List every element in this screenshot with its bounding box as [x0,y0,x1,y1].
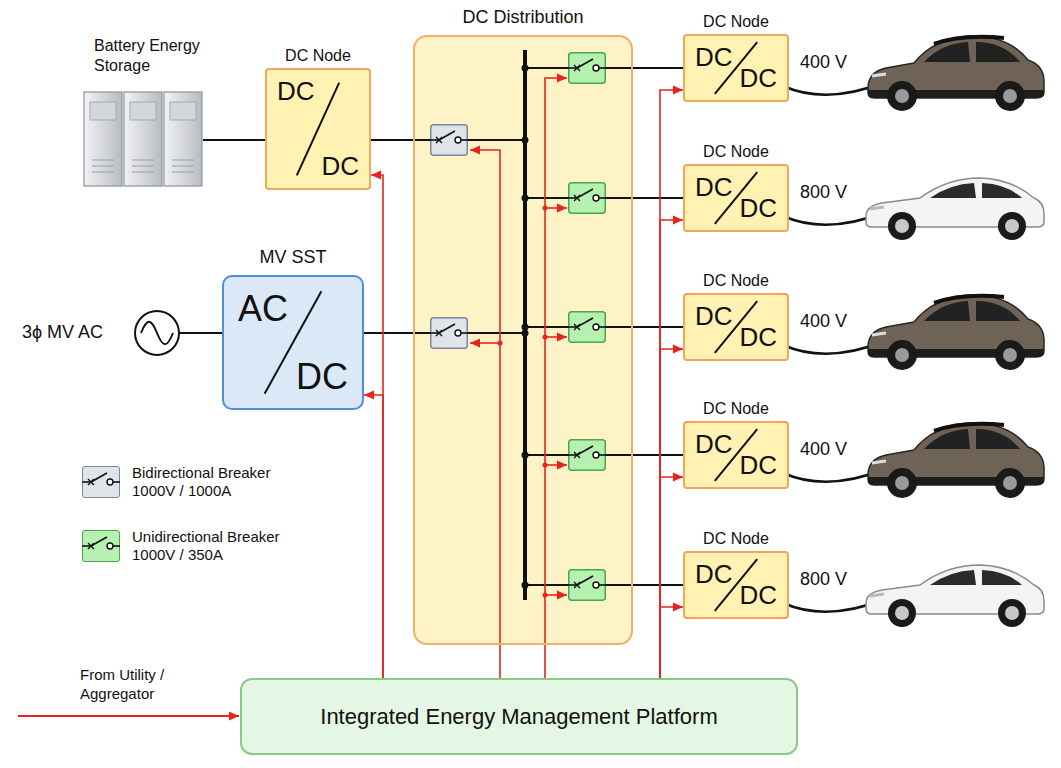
power-line [633,326,683,328]
bidirectional-breaker [430,318,468,349]
control-dots [498,206,548,598]
dc-node-box: DC NodeDCDC [265,68,371,190]
unidirectional-breaker [568,312,606,343]
converter-label: DC [321,151,359,182]
input-label: From Utility / Aggregator [80,666,215,704]
node-heading: DC Node [683,271,789,290]
power-line [371,139,413,141]
control-arrow [660,477,683,678]
dc-node-box: DC NodeDCDC [683,421,789,489]
voltage-label: 800 V [800,182,847,204]
converter-label: DC [296,355,348,398]
converter-label: DC [695,42,733,73]
unidirectional-breaker [568,183,606,214]
converter-label: AC [238,287,288,330]
dc-distribution-band: DC Distribution [413,35,633,645]
control-arrow [660,349,683,678]
converter-label: DC [739,63,777,94]
voltage-label: 400 V [800,52,847,74]
power-line [633,584,683,586]
control-arrow [660,607,683,678]
control-lines [470,78,567,645]
control-arrow [660,90,683,678]
ev-car [868,295,1044,370]
unidirectional-breaker [568,53,606,84]
converter-label: DC [695,301,733,332]
ev-car [866,565,1044,627]
ev-car [868,423,1044,498]
converter-label: DC [695,429,733,460]
node-heading: DC Node [265,46,371,65]
power-line [633,454,683,456]
converter-label: DC [277,76,315,107]
source-label: 3ϕ MV AC [22,322,103,344]
converter-label: DC [739,322,777,353]
control-arrow [499,645,501,678]
platform-label: Integrated Energy Management Platform [320,703,717,729]
node-heading: DC Node [683,399,789,418]
battery-cabinets [84,92,202,186]
legend-swatch [82,466,120,498]
legend-text: Unidirectional Breaker 1000V / 350A [132,528,300,564]
control-arrow [371,175,383,678]
converter-label: DC [739,450,777,481]
dc-node-box: DC NodeDCDC [683,164,789,232]
ev-car [868,36,1044,111]
breaker-symbol [82,466,120,498]
dc-node-box: DC NodeDCDC [683,551,789,619]
control-arrow [544,645,546,678]
breaker-symbol [82,530,120,562]
node-heading: DC Node [683,142,789,161]
converter-label: DC [739,193,777,224]
ev-car [866,178,1044,240]
legend-text: Bidirectional Breaker 1000V / 1000A [132,464,300,500]
ac-source [135,311,222,355]
voltage-label: 400 V [800,311,847,333]
breaker-symbol [82,473,120,485]
dc-bus [413,50,633,600]
voltage-label: 400 V [800,439,847,461]
control-arrow [660,220,683,678]
converter-label: DC [739,580,777,611]
control-arrow [364,395,383,678]
dc-node-box: DC NodeDCDC [683,293,789,361]
power-line [364,332,413,334]
band-fill [414,36,632,644]
node-heading: DC Distribution [413,7,633,29]
battery-storage: Battery Energy Storage [80,88,203,190]
power-line [633,67,683,69]
dc-node-box: DC NodeDCDC [683,34,789,102]
converter-label: DC [695,559,733,590]
voltage-label: 800 V [800,569,847,591]
unidirectional-breaker [568,570,606,601]
power-line [633,197,683,199]
platform-box: Integrated Energy Management Platform [240,678,798,755]
unidirectional-breaker [568,440,606,471]
power-line [203,139,265,141]
node-heading: Battery Energy Storage [94,36,219,76]
node-heading: MV SST [222,247,364,269]
node-heading: DC Node [683,529,789,548]
node-heading: DC Node [683,12,789,31]
utility-input-arrow [18,715,239,717]
breaker-symbol [82,537,120,549]
converter-label: DC [695,172,733,203]
legend-swatch [82,530,120,562]
bidirectional-breaker [430,125,468,156]
sst-box: MV SSTACDC [222,275,364,410]
